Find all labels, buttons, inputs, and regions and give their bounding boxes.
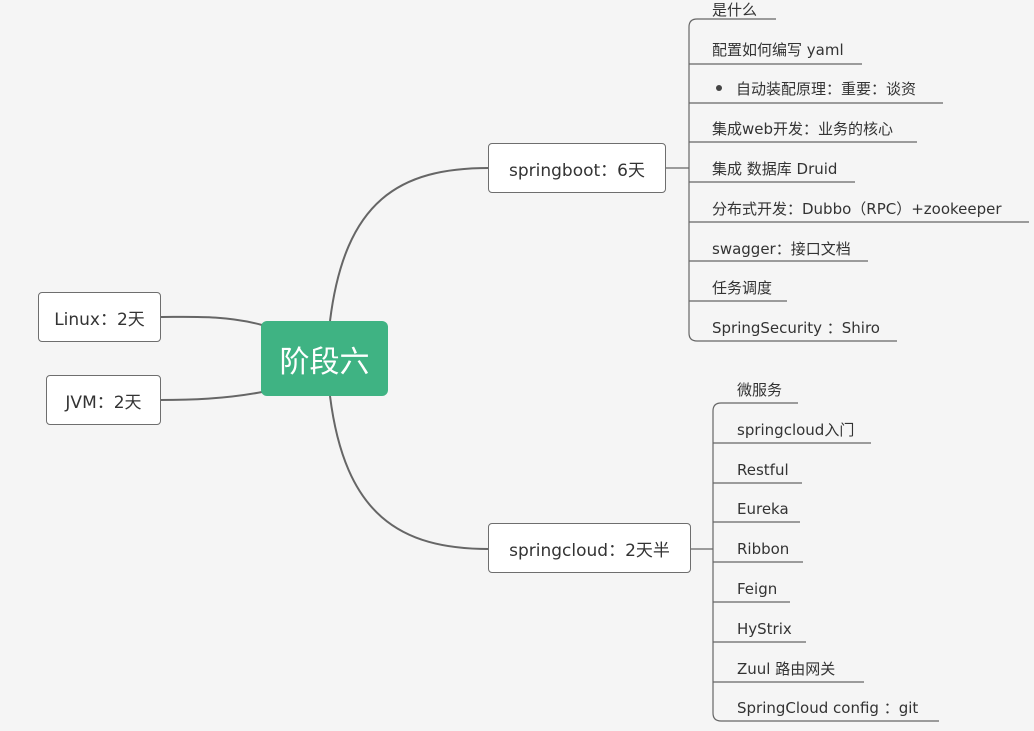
springcloud-item[interactable]: Ribbon (737, 540, 790, 558)
bullet-icon (716, 84, 722, 91)
node-springcloud-label: springcloud：2天半 (509, 540, 670, 561)
springcloud-item[interactable]: HyStrix (737, 620, 792, 638)
root-node[interactable]: 阶段六 (261, 321, 388, 396)
springboot-item[interactable]: 集成 数据库 Druid (712, 160, 838, 178)
connector-root-linux (159, 315, 263, 326)
springcloud-item[interactable]: Restful (737, 461, 789, 479)
springboot-item[interactable]: 分布式开发：Dubbo（RPC）+zookeeper (712, 200, 1002, 218)
connector-root-jvm (159, 391, 263, 401)
node-jvm[interactable]: JVM：2天 (46, 375, 161, 425)
springcloud-item[interactable]: SpringCloud config ：git (737, 699, 919, 717)
springboot-item[interactable]: 配置如何编写 yaml (712, 41, 844, 59)
connector-root-springcloud (329, 395, 490, 550)
springcloud-item[interactable]: springcloud入门 (737, 421, 855, 439)
node-linux[interactable]: Linux：2天 (38, 292, 161, 342)
node-springboot-label: springboot：6天 (509, 160, 645, 181)
node-jvm-label: JVM：2天 (65, 392, 142, 413)
springboot-item[interactable]: 集成web开发：业务的核心 (712, 120, 894, 138)
springcloud-item[interactable]: Feign (737, 580, 778, 598)
springcloud-item[interactable]: Eureka (737, 500, 789, 518)
root-label: 阶段六 (279, 344, 370, 380)
node-linux-label: Linux：2天 (54, 309, 145, 330)
springcloud-item[interactable]: 微服务 (737, 381, 783, 399)
springcloud-item[interactable]: Zuul 路由网关 (737, 660, 836, 678)
springboot-item[interactable]: 是什么 (712, 1, 758, 19)
springboot-item[interactable]: swagger：接口文档 (712, 240, 851, 258)
node-springboot[interactable]: springboot：6天 (488, 143, 666, 193)
springboot-item[interactable]: SpringSecurity ：Shiro (712, 319, 880, 337)
springboot-item[interactable]: 任务调度 (712, 279, 773, 297)
connector-root-springboot (329, 167, 490, 322)
node-springcloud[interactable]: springcloud：2天半 (488, 523, 691, 573)
springboot-item[interactable]: 自动装配原理：重要：谈资 (716, 80, 916, 98)
